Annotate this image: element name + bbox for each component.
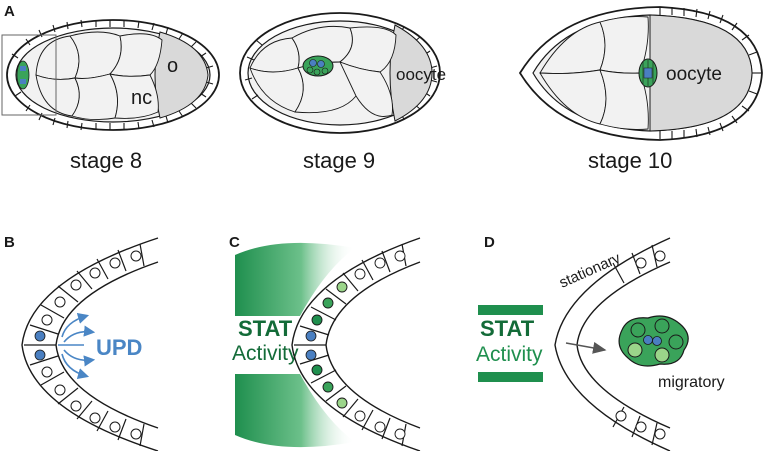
stage-9-oocyte [389, 24, 433, 122]
panel-b-letter: B [4, 234, 15, 251]
epithelial-nuclei-c [311, 250, 406, 440]
polar-cell-icon [643, 335, 653, 345]
activity-label-c: Activity [232, 342, 299, 365]
stage-8-border-cells [16, 60, 30, 90]
stat-bar-top [478, 305, 543, 315]
epithelial-cell-walls [24, 243, 145, 447]
migratory-label: migratory [658, 374, 725, 391]
stage-10-oocyte [649, 14, 753, 132]
stationary-label: stationary [557, 249, 624, 291]
oocyte-label-stage-8: o [167, 55, 178, 77]
stage-8-oocyte [154, 31, 209, 119]
stage-8-label: stage 8 [70, 148, 142, 173]
upd-diffusion-arrows [58, 312, 96, 380]
epithelium-outer-edge [21, 237, 159, 451]
epithelial-cell-walls-c [294, 243, 407, 447]
panel-c: C STAT Activity [229, 234, 421, 451]
stage-10-label: stage 10 [588, 148, 672, 173]
stat-gradient-bottom [235, 374, 355, 448]
nurse-cells-stage-10 [539, 16, 649, 130]
oocyte-label-stage-10: oocyte [666, 64, 722, 85]
stat-label-d: STAT [480, 316, 535, 341]
polar-cell-icon [305, 330, 317, 342]
polar-cell-icon [309, 59, 317, 67]
follicle-cell-ticks [11, 19, 214, 131]
stage-8-egg-chamber: nc o stage 8 [1, 19, 220, 173]
epithelium-outer-edge-c [291, 237, 421, 451]
stat-gradient-top [235, 242, 355, 316]
follicle-cell-ticks [659, 7, 762, 139]
panel-c-letter: C [229, 234, 240, 251]
polar-cell-icon [652, 336, 662, 346]
epithelial-nuclei-d [615, 250, 666, 440]
stage-9-egg-chamber: oocyte stage 9 [239, 12, 446, 173]
stage-9-label: stage 9 [303, 148, 375, 173]
polar-cell-icon [20, 66, 26, 71]
stat-bar-bottom [478, 372, 543, 382]
nurse-cells-stage-8 [35, 31, 163, 121]
panel-b: B UPD [4, 234, 159, 451]
polar-cell-icon [643, 67, 653, 79]
polar-cell-icon [20, 79, 26, 84]
stat-label-c: STAT [238, 316, 293, 341]
polar-cell-icon [34, 330, 46, 342]
panel-a: A [1, 3, 763, 173]
stage-10-egg-chamber: oocyte stage 10 [518, 6, 763, 173]
migratory-border-cell-cluster [618, 315, 689, 367]
polar-cell-icon [34, 349, 46, 361]
migrating-border-cell-cluster [302, 55, 334, 77]
panel-d: D STAT Activity stationary migratory [476, 234, 725, 451]
panel-d-letter: D [484, 234, 495, 251]
zoom-inset-box [1, 34, 57, 116]
migration-arrow [565, 341, 607, 354]
polar-cell-icon [305, 349, 317, 361]
nurse-cell-label: nc [131, 87, 152, 109]
oocyte-label-stage-9: oocyte [396, 65, 446, 84]
epithelium-outer-edge-d [554, 237, 671, 451]
polar-cell-icon [317, 60, 325, 68]
activity-label-d: Activity [476, 343, 543, 366]
panel-a-letter: A [4, 3, 15, 20]
epithelial-nuclei [41, 250, 142, 440]
anterior-border-cell-cluster [638, 58, 658, 88]
upd-label: UPD [96, 335, 142, 360]
